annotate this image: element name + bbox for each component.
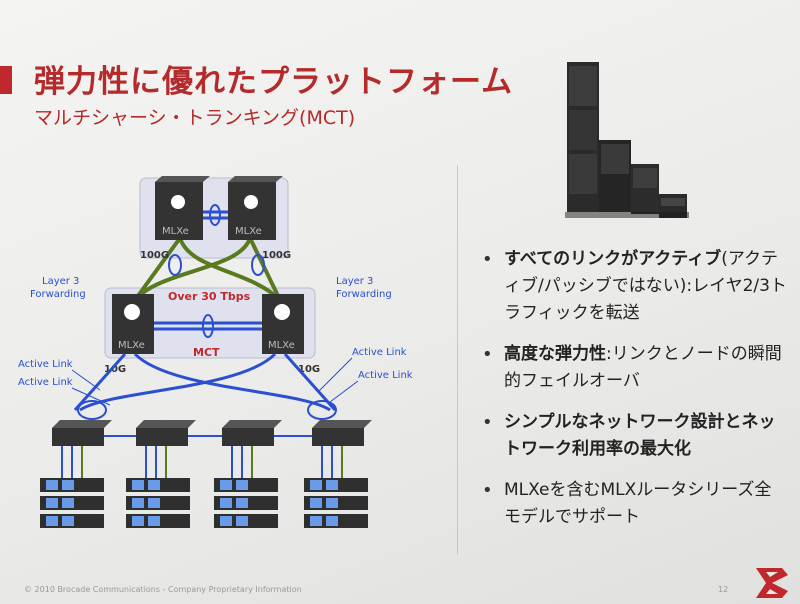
forwarding-left: Forwarding [30,289,86,300]
access-switch-2 [136,420,196,446]
feature-bullets: • すべてのリンクがアクティブ(アクティブ/パッシブではない):レイヤ2/3トラ… [482,246,787,545]
page-number: 12 [718,585,728,594]
slide-subtitle: マルチシャーシ・トランキング(MCT) [34,103,355,130]
core-switch-right: MLXe [228,176,283,240]
copyright-footer: © 2010 Brocade Communications - Company … [24,585,302,594]
router-chassis-image [555,60,695,225]
svg-text:MLXe: MLXe [268,340,295,351]
access-switch-1 [52,420,112,446]
active-link-label-4: Active Link [358,370,413,381]
mct-switch-right: MLXe [262,294,304,354]
throughput-label: Over 30 Tbps [168,290,251,303]
forwarding-right: Forwarding [336,289,392,300]
bullet-item: • MLXeを含むMLXルータシリーズ全モデルでサポート [482,477,787,531]
layer3-left: Layer 3 [42,276,79,287]
core-switch-left: MLXe [155,176,210,240]
brocade-logo-icon [752,566,792,600]
bullet-item: • シンプルなネットワーク設計とネットワーク利用率の最大化 [482,409,787,463]
layer3-right: Layer 3 [336,276,373,287]
bullet-dot-icon: • [482,409,493,436]
active-link-label-3: Active Link [352,347,407,358]
mct-switch-left: MLXe [112,294,154,354]
title-accent-bar [0,66,12,94]
mct-network-diagram: MLXe MLXe 100G 100G MLXe MLXe Over 30 Tb… [0,160,460,560]
access-switch-4 [312,420,372,446]
active-link-label-2: Active Link [18,377,73,388]
bullet-dot-icon: • [482,246,493,273]
bullet-item: • すべてのリンクがアクティブ(アクティブ/パッシブではない):レイヤ2/3トラ… [482,246,787,327]
server-rack-4 [304,478,368,528]
svg-text:MLXe: MLXe [118,340,145,351]
server-rack-1 [40,478,104,528]
label-100g-right: 100G [262,250,291,261]
active-link-label-1: Active Link [18,359,73,370]
server-rack-2 [126,478,190,528]
svg-text:MLXe: MLXe [162,226,189,237]
slide-title: 弾力性に優れたプラットフォーム [34,56,513,101]
bullet-dot-icon: • [482,341,493,368]
svg-text:MLXe: MLXe [235,226,262,237]
mct-label: MCT [193,346,220,359]
access-switch-3 [222,420,282,446]
server-drops [62,446,332,478]
active-links [75,354,335,410]
bullet-item: • 高度な弾力性:リンクとノードの瞬間的フェイルオーバ [482,341,787,395]
server-rack-3 [214,478,278,528]
bullet-dot-icon: • [482,477,493,504]
label-100g-left: 100G [140,250,169,261]
